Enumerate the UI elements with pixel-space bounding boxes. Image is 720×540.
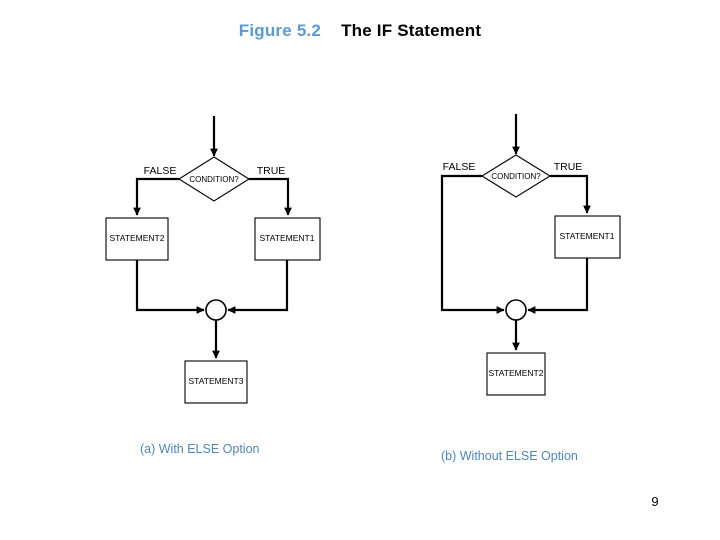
caption-without-else: (b) Without ELSE Option xyxy=(441,449,578,463)
merge-path-left-a xyxy=(135,260,205,314)
diagram-with-else: CONDITION? FALSE TRUE STATEMENT2 STATEME… xyxy=(105,116,321,404)
true-path-b xyxy=(550,174,591,214)
statement-box-merge-a xyxy=(184,360,248,404)
merge-circle-a xyxy=(205,299,227,321)
page-number: 9 xyxy=(651,494,659,509)
false-bypass-path-b xyxy=(440,174,505,314)
caption-with-else: (a) With ELSE Option xyxy=(140,442,260,456)
statement-box-merge-b xyxy=(486,352,546,396)
statement-label-merge-a: STATEMENT3 xyxy=(189,376,244,386)
statement-box-true-a xyxy=(254,217,321,261)
diagram-without-else: CONDITION? FALSE TRUE STATEMENT1 STATEME… xyxy=(440,114,621,396)
decision-diamond-a xyxy=(177,156,251,202)
title-heading: The IF Statement xyxy=(341,21,482,40)
decision-label-b: CONDITION? xyxy=(491,172,541,181)
merge-path-right-b xyxy=(527,258,589,314)
false-label-b: FALSE xyxy=(443,161,476,173)
statement-label-true-b: STATEMENT1 xyxy=(560,231,615,241)
figure-label: Figure 5.2 xyxy=(238,21,322,40)
decision-label-a: CONDITION? xyxy=(189,175,239,184)
slide-title: Figure 5.2 The IF Statement xyxy=(0,21,720,41)
false-label-a: FALSE xyxy=(144,165,177,177)
statement-label-true-a: STATEMENT1 xyxy=(260,233,315,243)
merge-path-right-a xyxy=(227,260,289,314)
statement-label-false-a: STATEMENT2 xyxy=(110,233,165,243)
true-label-a: TRUE xyxy=(257,165,286,177)
false-path-a xyxy=(133,177,179,216)
true-label-b: TRUE xyxy=(554,161,583,173)
statement-label-merge-b: STATEMENT2 xyxy=(489,368,544,378)
merge-circle-b xyxy=(505,299,527,321)
decision-diamond-b xyxy=(480,154,552,198)
true-path-a xyxy=(249,177,292,216)
